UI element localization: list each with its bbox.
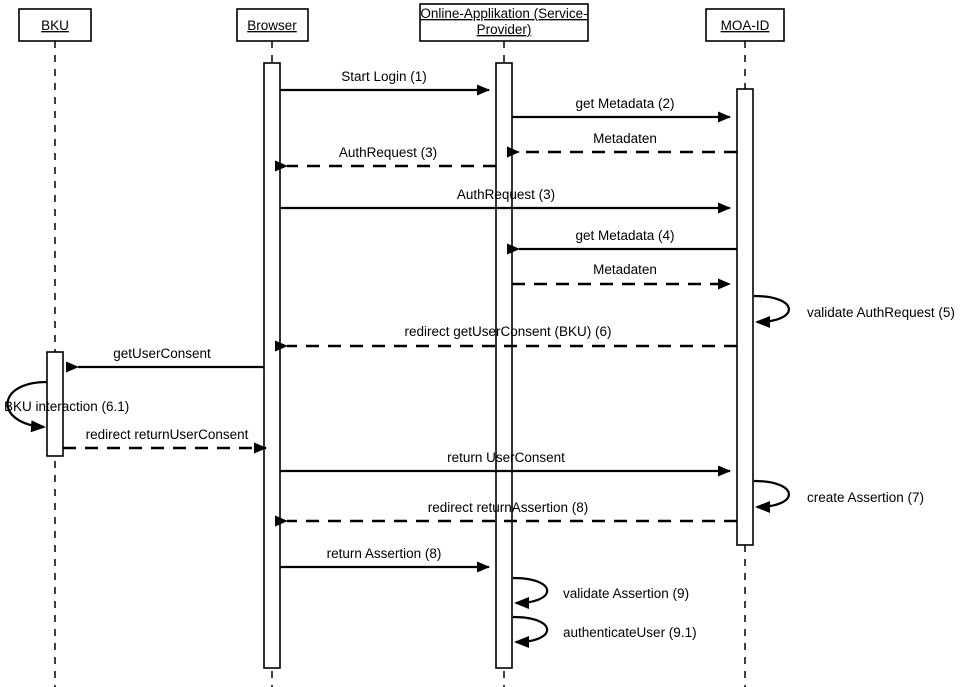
message-label-validate-authrequest-self: validate AuthRequest (5)	[807, 305, 955, 320]
message-create-assertion-self[interactable]: create Assertion (7)	[753, 479, 924, 513]
message-metadaten-2[interactable]: Metadaten	[512, 262, 731, 290]
message-arrow-validate-authrequest-self	[753, 294, 790, 328]
lifeline-box-bku[interactable]	[18, 8, 92, 42]
message-redirect-returnuserconsent[interactable]: redirect returnUserConsent	[63, 427, 267, 454]
lifeline-label-online-applikation-line2: Provider)	[477, 22, 532, 37]
activation-bar-online-applikation	[495, 62, 513, 669]
message-validate-assertion-self[interactable]: validate Assertion (9)	[512, 576, 689, 609]
message-arrow-bku-interaction-self	[6, 380, 48, 433]
lifeline-label-moa-id: MOA-ID	[721, 18, 770, 33]
message-authenticateuser-self[interactable]: authenticateUser (9.1)	[512, 615, 697, 648]
lifeline-box-moa-id[interactable]	[705, 8, 785, 42]
lifeline-header-moa-id[interactable]: MOA-ID	[705, 8, 785, 42]
message-arrow-create-assertion-self	[753, 479, 790, 513]
message-label-redirect-returnassertion: redirect returnAssertion (8)	[428, 500, 589, 515]
message-getuserconsent[interactable]: getUserConsent	[66, 346, 264, 373]
message-metadaten-1[interactable]: Metadaten	[507, 131, 737, 158]
message-label-get-metadata-4: get Metadata (4)	[575, 228, 674, 243]
message-get-metadata-4[interactable]: get Metadata (4)	[507, 228, 737, 255]
message-arrow-authenticateuser-self	[512, 615, 549, 648]
activation-bar-bku	[46, 351, 64, 457]
message-authrequest-3-to-browser[interactable]: AuthRequest (3)	[275, 145, 496, 172]
message-label-metadaten-1: Metadaten	[593, 131, 657, 146]
message-label-start-login: Start Login (1)	[341, 69, 427, 84]
message-label-return-assertion: return Assertion (8)	[327, 546, 442, 561]
message-label-authenticateuser-self: authenticateUser (9.1)	[563, 625, 697, 640]
lifeline-label-online-applikation-line1: Online-Applikation (Service-	[420, 6, 587, 21]
message-redirect-getuserconsent[interactable]: redirect getUserConsent (BKU) (6)	[275, 324, 737, 352]
message-label-create-assertion-self: create Assertion (7)	[807, 490, 924, 505]
message-start-login[interactable]: Start Login (1)	[280, 69, 490, 96]
message-label-authrequest-3-to-browser: AuthRequest (3)	[339, 145, 437, 160]
message-label-get-metadata-2: get Metadata (2)	[575, 96, 674, 111]
message-validate-authrequest-self[interactable]: validate AuthRequest (5)	[753, 294, 955, 328]
message-bku-interaction-self[interactable]: BKU interaction (6.1)	[4, 380, 129, 433]
message-label-return-userconsent: return UserConsent	[447, 450, 565, 465]
message-authrequest-3-to-moaid[interactable]: AuthRequest (3)	[280, 187, 731, 214]
message-label-bku-interaction-self: BKU interaction (6.1)	[4, 399, 129, 414]
message-label-validate-assertion-self: validate Assertion (9)	[563, 586, 689, 601]
message-redirect-returnassertion[interactable]: redirect returnAssertion (8)	[275, 500, 737, 527]
lifeline-header-browser[interactable]: Browser	[236, 8, 309, 42]
message-return-userconsent[interactable]: return UserConsent	[280, 450, 731, 477]
activation-bar-browser	[263, 62, 281, 669]
message-label-redirect-getuserconsent: redirect getUserConsent (BKU) (6)	[404, 324, 611, 339]
message-label-metadaten-2: Metadaten	[593, 262, 657, 277]
message-label-authrequest-3-to-moaid: AuthRequest (3)	[457, 187, 555, 202]
lifeline-header-bku[interactable]: BKU	[18, 8, 92, 42]
message-arrow-validate-assertion-self	[512, 576, 549, 609]
lifeline-label-bku: BKU	[41, 18, 69, 33]
message-label-redirect-returnuserconsent: redirect returnUserConsent	[86, 427, 249, 442]
lifeline-header-online-applikation[interactable]: Online-Applikation (Service- Provider)	[419, 3, 589, 42]
message-return-assertion[interactable]: return Assertion (8)	[280, 546, 490, 573]
activation-bar-moa-id	[736, 88, 754, 546]
message-label-getuserconsent: getUserConsent	[113, 346, 211, 361]
message-get-metadata-2[interactable]: get Metadata (2)	[512, 96, 731, 123]
lifeline-label-browser: Browser	[247, 18, 297, 33]
